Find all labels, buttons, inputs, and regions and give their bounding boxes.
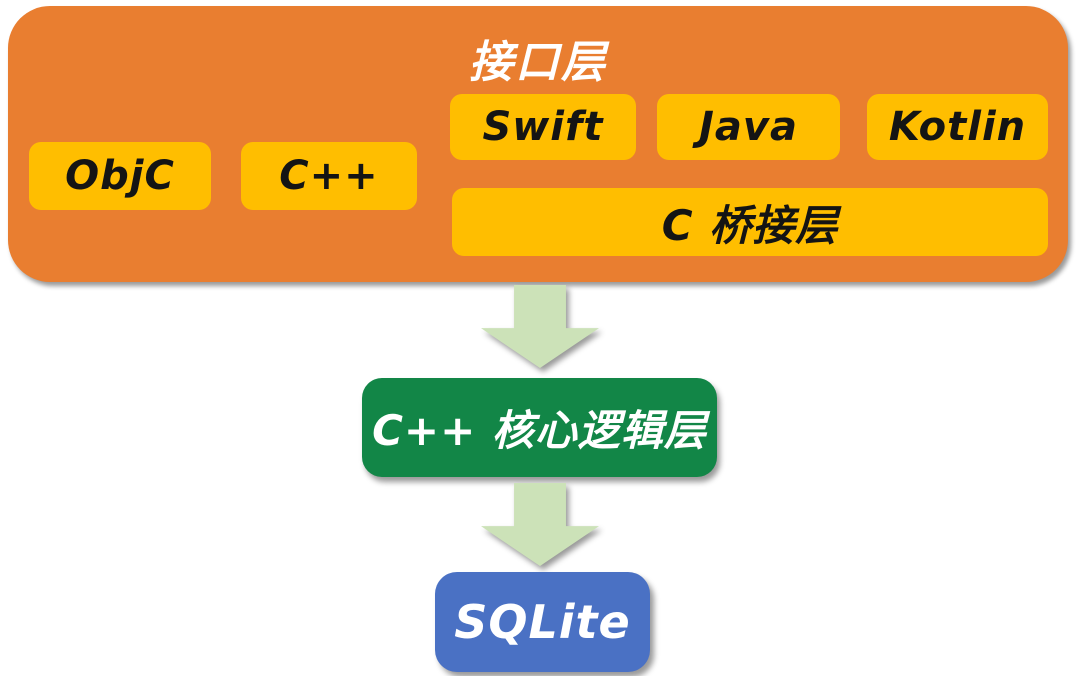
chip-swift: Swift — [450, 94, 636, 160]
interface-layer-title: 接口层 — [469, 37, 607, 88]
chip-kotlin: Kotlin — [867, 94, 1048, 160]
chip-objc: ObjC — [29, 142, 211, 210]
interface-layer-container: 接口层 ObjC C++ Swift Java Kotlin C 桥接层 — [8, 6, 1068, 282]
chip-c-bridge-layer: C 桥接层 — [452, 188, 1048, 256]
down-arrow-icon — [481, 483, 599, 566]
down-arrow-shape — [481, 285, 599, 368]
sqlite-box: SQLite — [435, 572, 650, 672]
down-arrow-icon — [481, 285, 599, 368]
down-arrow-shape — [481, 483, 599, 566]
core-logic-layer-box: C++ 核心逻辑层 — [362, 378, 717, 477]
chip-java: Java — [657, 94, 840, 160]
chip-cpp: C++ — [241, 142, 417, 210]
